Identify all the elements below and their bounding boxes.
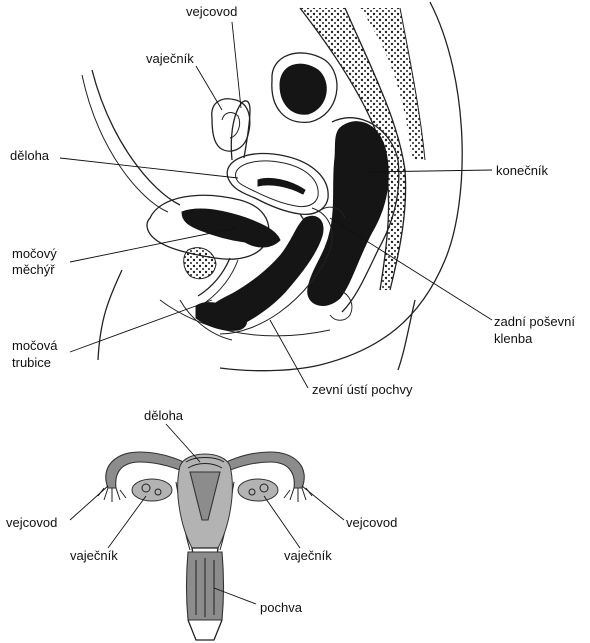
uterus-fundus-lines	[185, 457, 225, 469]
label-deloha: děloha	[10, 148, 50, 163]
frontal-leader-lines	[69, 423, 345, 605]
anal-canal	[329, 289, 353, 321]
leader-frontal-vajecnik-left	[107, 495, 147, 549]
rectum	[307, 121, 389, 306]
urethra	[197, 257, 231, 297]
thigh-outline	[97, 269, 123, 361]
fimbriae-left	[97, 487, 127, 502]
fimbriae-right	[283, 487, 313, 502]
sacrum-outline-back	[344, 7, 407, 291]
leader-zadni-klenba	[329, 217, 493, 321]
sigmoid-lumen	[279, 63, 327, 115]
uterus-outer	[226, 152, 329, 216]
bladder-outline	[146, 194, 270, 260]
pubic-bone	[183, 247, 216, 279]
sagittal-leader-lines	[59, 21, 493, 389]
leader-zevni-usti	[269, 319, 309, 389]
leader-frontal-vejcovod-left	[69, 485, 109, 521]
leader-frontal-pochva	[213, 587, 257, 605]
ovary-inner	[221, 112, 241, 139]
spine-outline	[399, 7, 426, 161]
spine-column	[360, 8, 425, 160]
ovary	[211, 98, 251, 152]
label-frontal-vejcovod-left: vejcovod	[6, 515, 57, 530]
ovary-left	[131, 478, 173, 502]
leader-konecnik	[365, 169, 493, 173]
label-mocova-trubice-2: trubice	[12, 355, 51, 370]
uterine-cavity	[257, 177, 306, 195]
bladder-lumen	[181, 208, 281, 248]
label-vajecnik: vaječník	[146, 51, 194, 66]
label-zadni-klenba-2: klenba	[494, 331, 533, 346]
rectum-wall	[331, 117, 400, 313]
frontal-labels: děloha vejcovod vejcovod vaječník vaječn…	[6, 408, 397, 615]
back-outline	[219, 1, 463, 372]
leader-vejcovod	[231, 21, 242, 109]
label-mocovy-mechyr-2: měchýř	[12, 262, 55, 277]
uterus-mid	[235, 160, 319, 208]
follicle-left-2	[154, 488, 162, 496]
follicle-right-1	[248, 488, 256, 496]
abdominal-wall-outline-inner	[81, 74, 169, 213]
label-frontal-vejcovod-right: vejcovod	[346, 515, 397, 530]
label-vejcovod: vejcovod	[186, 4, 237, 19]
abdominal-wall-outline	[91, 69, 181, 206]
label-konecnik: konečník	[496, 163, 549, 178]
ovary-right	[237, 478, 279, 502]
label-zadni-klenba-1: zadní poševní	[494, 314, 575, 329]
label-zevni-usti: zevní ústí pochvy	[312, 382, 413, 397]
vulva-outline	[179, 299, 233, 341]
leader-mocova-trubice	[69, 299, 213, 353]
buttock-outline	[397, 299, 416, 371]
urethra-inner	[205, 259, 239, 303]
leader-frontal-deloha	[165, 423, 201, 463]
follicle-left-1	[141, 483, 151, 493]
follicle-right-2	[259, 483, 269, 493]
uterine-cavity-frontal	[189, 471, 221, 521]
label-frontal-vajecnik-left: vaječník	[70, 548, 118, 563]
frontal-section	[97, 451, 313, 641]
sagittal-section	[81, 1, 463, 372]
pubic-bone-outline	[183, 247, 217, 280]
vagina-rugae	[195, 558, 215, 617]
leader-vajecnik	[195, 65, 223, 111]
vaginal-wall	[219, 207, 333, 335]
leader-deloha	[59, 157, 239, 179]
leader-mocovy-mechyr	[69, 227, 237, 263]
sigmoid-colon	[271, 52, 338, 123]
leader-frontal-vajecnik-right	[263, 495, 301, 549]
perineum-outline	[159, 299, 331, 337]
label-mocova-trubice-1: močová	[12, 338, 58, 353]
sagittal-labels: vejcovod vaječník děloha močový měchýř m…	[10, 4, 575, 397]
label-frontal-pochva: pochva	[260, 600, 303, 615]
label-frontal-deloha: děloha	[144, 408, 184, 423]
label-mocovy-mechyr-1: močový	[12, 246, 57, 261]
label-frontal-vajecnik-right: vaječník	[284, 548, 332, 563]
leader-frontal-vejcovod-right	[301, 485, 345, 521]
posterior-fornix	[317, 206, 346, 219]
labia	[195, 302, 247, 331]
vaginal-opening	[187, 619, 223, 641]
